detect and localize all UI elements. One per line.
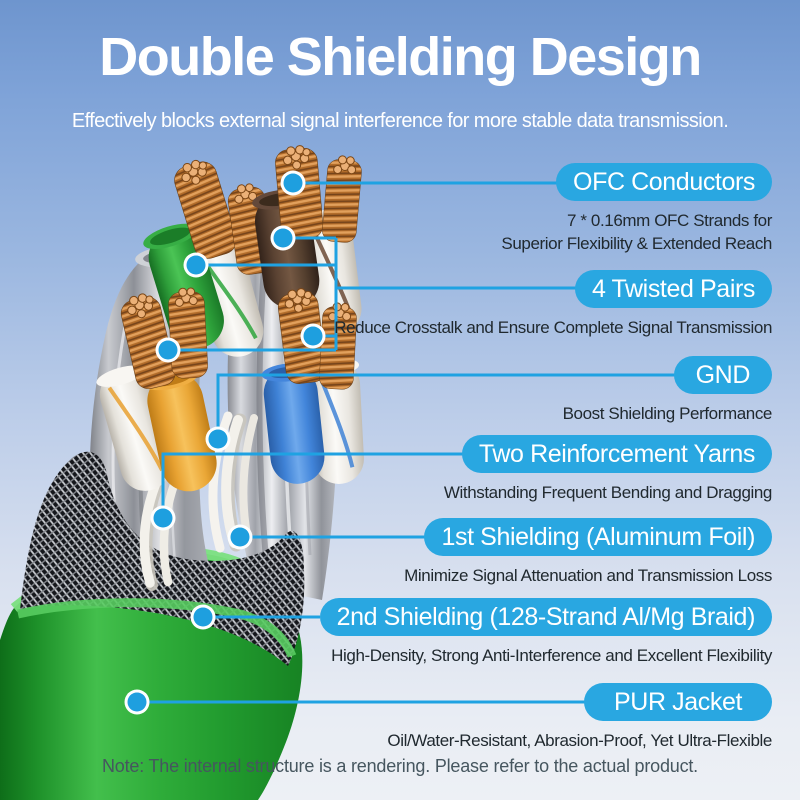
callout-dot [183, 252, 209, 278]
callout-pill-ofc-conductors: OFC Conductors [556, 163, 772, 201]
callout-pill-twisted-pairs: 4 Twisted Pairs [574, 270, 772, 308]
callout-second-shielding: 2nd Shielding (128-Strand Al/Mg Braid) H… [319, 598, 772, 667]
callout-lines [137, 181, 700, 704]
callout-gnd: GND Boost Shielding Performance [563, 356, 772, 425]
callout-dot [150, 505, 176, 531]
callout-reinforcement-yarns: Two Reinforcement Yarns Withstanding Fre… [444, 435, 772, 504]
callout-pur-jacket: PUR Jacket Oil/Water-Resistant, Abrasion… [387, 683, 772, 752]
callout-dot [190, 604, 216, 630]
callout-pill-pur-jacket: PUR Jacket [584, 683, 772, 721]
disclaimer-note: Note: The internal structure is a render… [101, 756, 698, 776]
callout-twisted-pairs: 4 Twisted Pairs Reduce Crosstalk and Ens… [334, 270, 772, 339]
callout-desc-line: Withstanding Frequent Bending and Draggi… [443, 483, 773, 502]
page-subtitle: Effectively blocks external signal inter… [71, 110, 729, 132]
twisted-pair-brown-render [252, 144, 362, 334]
callout-desc-line: High-Density, Strong Anti-Interference a… [331, 646, 772, 665]
callout-dots [124, 170, 326, 715]
callout-dot [270, 225, 296, 251]
callout-dot [155, 337, 181, 363]
callout-pill-first-shielding: 1st Shielding (Aluminum Foil) [424, 518, 772, 556]
callout-desc-line: Boost Shielding Performance [562, 404, 773, 423]
callout-dot [124, 689, 150, 715]
callout-first-shielding: 1st Shielding (Aluminum Foil) Minimize S… [404, 518, 772, 587]
callout-dot [205, 426, 231, 452]
callout-dot [280, 170, 306, 196]
callout-dot [227, 524, 253, 550]
callout-desc-line: Minimize Signal Attenuation and Transmis… [404, 566, 772, 585]
callout-desc-line: 7 * 0.16mm OFC Strands for [566, 211, 772, 230]
page-title: Double Shielding Design [99, 27, 702, 87]
callout-ofc-conductors: OFC Conductors 7 * 0.16mm OFC Strands fo… [501, 163, 772, 255]
callout-desc-line: Reduce Crosstalk and Ensure Complete Sig… [334, 318, 772, 337]
callout-desc-line: Superior Flexibility & Extended Reach [501, 234, 772, 253]
callout-pill-reinforcement-yarns: Two Reinforcement Yarns [461, 435, 772, 473]
callout-dot [300, 323, 326, 349]
callout-pill-second-shielding: 2nd Shielding (128-Strand Al/Mg Braid) [319, 598, 772, 636]
callout-pill-gnd: GND [673, 356, 772, 394]
twisted-pair-orange-render [96, 286, 217, 492]
callout-desc-line: Oil/Water-Resistant, Abrasion-Proof, Yet… [387, 731, 772, 750]
